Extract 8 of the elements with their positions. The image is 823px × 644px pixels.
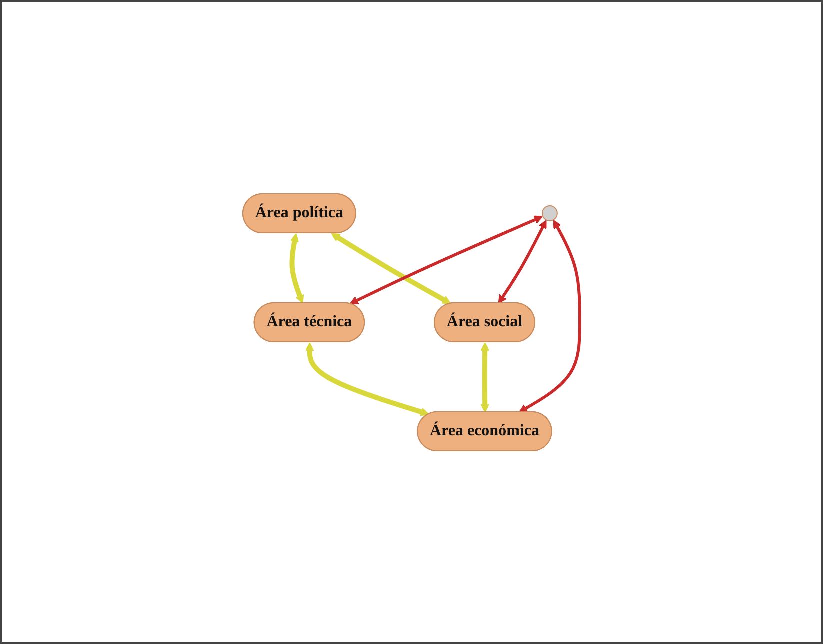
arrow xyxy=(350,215,544,304)
arrow xyxy=(290,233,304,304)
arrow xyxy=(305,342,430,416)
arrow xyxy=(498,220,547,304)
arrow xyxy=(331,232,452,304)
arrow xyxy=(518,220,582,412)
arrow xyxy=(480,342,490,412)
node-circle xyxy=(542,205,558,221)
